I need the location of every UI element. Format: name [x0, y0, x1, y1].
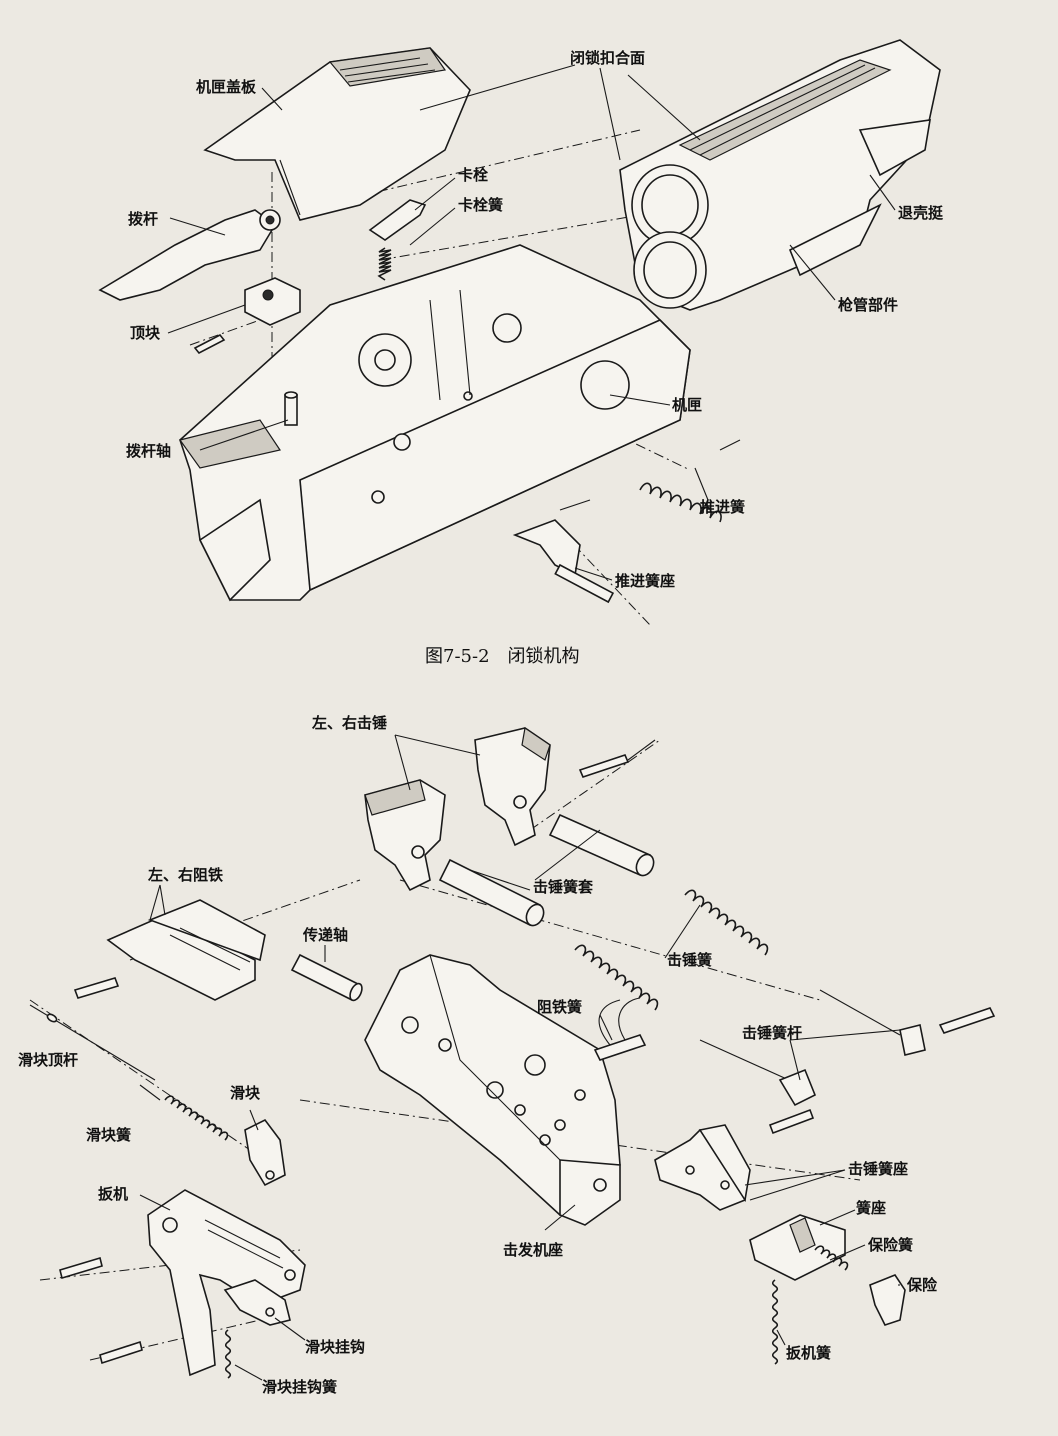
- latch: [368, 199, 427, 241]
- trigger-spring: [771, 1279, 779, 1365]
- push-spring-seat: [512, 499, 615, 604]
- label-lever: 拨杆: [128, 210, 158, 228]
- slider-hook-spring: [224, 1329, 232, 1379]
- safety: [869, 1274, 906, 1326]
- figure-caption: 图7-5-2 闭锁机构: [425, 646, 580, 667]
- label-safety: 保险: [906, 1276, 938, 1294]
- trigger-pin: [59, 1256, 103, 1280]
- label-hammer-spring: 击锤簧: [667, 951, 712, 969]
- transfer-shaft: [290, 953, 363, 1002]
- label-receiver: 机匣: [672, 396, 702, 414]
- hammer-spring-sleeves: [438, 813, 655, 927]
- label-hammer-spring-sleeve: 击锤簧套: [533, 878, 594, 896]
- safety-spring: [814, 1245, 849, 1271]
- label-extractor: 退壳挺: [898, 204, 944, 222]
- sear-spring: [593, 997, 647, 1061]
- label-hammer-spring-seat: 击锤簧座: [848, 1160, 908, 1178]
- left-hammer: [364, 779, 446, 892]
- receiver: [178, 244, 691, 602]
- label-transfer-shaft: 传递轴: [302, 926, 348, 944]
- label-sear-spring: 阻铁簧: [537, 998, 582, 1016]
- hammer-pin: [578, 754, 630, 778]
- label-locking-faces: 闭锁扣合面: [570, 49, 645, 67]
- receiver-cover-plate: [203, 47, 471, 221]
- hammer-spring-lower: [574, 944, 659, 1011]
- spring-seat: [749, 1214, 846, 1281]
- right-hammer: [474, 726, 551, 847]
- hammer-spring-seat: [654, 1108, 815, 1211]
- slider-spring: [164, 1095, 229, 1141]
- label-hammers: 左、右击锤: [311, 714, 387, 732]
- latch-spring: [377, 247, 392, 281]
- hammer-spring-rods: [699, 989, 996, 1107]
- label-slider-hook-spring: 滑块挂钩簧: [262, 1378, 337, 1396]
- slider: [244, 1118, 286, 1187]
- label-slider-push-rod: 滑块顶杆: [18, 1051, 78, 1069]
- hook-pin: [99, 1340, 143, 1365]
- left-right-sears: [73, 899, 266, 1001]
- push-spring: [639, 482, 722, 523]
- label-slider: 滑块: [230, 1084, 261, 1102]
- label-push-spring: 推进簧: [700, 498, 745, 516]
- label-latch: 卡栓: [458, 166, 488, 184]
- label-trigger: 扳机: [98, 1185, 128, 1203]
- label-cover-plate: 机匣盖板: [196, 78, 257, 96]
- hammer-spring-upper: [684, 889, 769, 956]
- slider-push-rod: [29, 1004, 156, 1081]
- label-spring-seat: 簧座: [856, 1199, 886, 1217]
- label-top-block: 顶块: [130, 324, 161, 342]
- barrel-assembly: [619, 39, 941, 311]
- label-firing-base: 击发机座: [503, 1241, 563, 1259]
- figure-locking-mechanism: 机匣盖板 闭锁扣合面 卡栓 卡栓簧 拨杆 顶块 拨杆轴 退壳挺 枪管部件 机匣 …: [98, 39, 944, 667]
- label-hammer-spring-rod: 击锤簧杆: [742, 1024, 802, 1042]
- top-block: [193, 277, 301, 355]
- label-trigger-spring: 扳机簧: [786, 1344, 831, 1362]
- label-lever-shaft: 拨杆轴: [126, 442, 171, 460]
- label-push-spring-seat: 推进簧座: [615, 572, 675, 590]
- label-latch-spring: 卡栓簧: [458, 196, 503, 214]
- trigger: [147, 1189, 306, 1377]
- lever: [98, 209, 281, 301]
- label-slider-hook: 滑块挂钩: [305, 1338, 365, 1356]
- figure-firing-mechanism: 左、右击锤 左、右阻铁 传递轴 击锤簧套 击锤簧 阻铁簧 击锤簧杆 滑块顶杆 滑…: [18, 714, 996, 1396]
- firing-mechanism-base: [364, 954, 621, 1226]
- slider-hook: [223, 1279, 291, 1326]
- label-safety-spring: 保险簧: [867, 1236, 913, 1254]
- label-sears: 左、右阻铁: [147, 866, 223, 884]
- lever-shaft: [284, 391, 298, 426]
- label-barrel-assembly: 枪管部件: [838, 296, 898, 314]
- label-slider-spring: 滑块簧: [86, 1126, 131, 1144]
